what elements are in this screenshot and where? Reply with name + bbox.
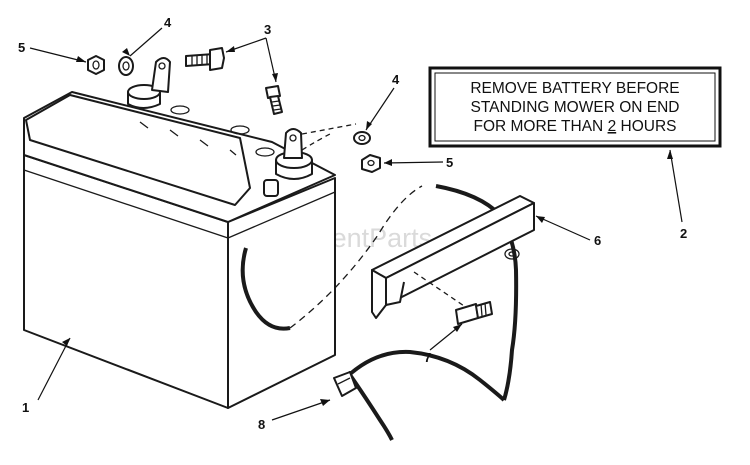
arrowhead — [453, 324, 462, 332]
callout-washer-right: 4 — [392, 72, 400, 87]
vent-cap — [230, 125, 250, 135]
battery-bracket — [371, 195, 535, 319]
hex-nut-right-hole — [367, 159, 375, 167]
warning-line-3-prefix: FOR MORE THAN — [474, 118, 608, 135]
bracket-bolt-head — [455, 303, 479, 325]
callout-warning-decal: 2 — [680, 226, 687, 241]
bracket-end-flange — [371, 269, 387, 319]
washer-right — [353, 131, 371, 145]
washer-right-hole — [358, 134, 366, 142]
bolt-top-head — [209, 47, 225, 71]
arrowhead — [384, 159, 392, 166]
battery-band-line-side — [227, 191, 336, 239]
arrowhead — [62, 338, 70, 346]
terminal-bolt-head — [265, 85, 281, 99]
leader-cable-clip — [271, 399, 331, 421]
leader-battery — [37, 337, 71, 401]
battery-cable-dashed-path — [289, 185, 423, 329]
leader-nut-left — [29, 47, 87, 63]
callout-nut-right: 5 — [446, 155, 453, 170]
battery-raised-cover — [25, 94, 251, 206]
arrowhead — [667, 150, 673, 159]
callout-bracket: 6 — [594, 233, 601, 248]
bracket-bolt-axis — [413, 271, 471, 311]
bolt-top-thread — [191, 55, 208, 66]
battery-side-post — [263, 179, 279, 197]
bracket-cable-eye — [504, 248, 520, 260]
warning-decal-border — [428, 66, 722, 148]
vent-cap — [170, 105, 190, 115]
callout-cable-clip: 8 — [258, 417, 265, 432]
clip-cable-tail — [346, 370, 394, 441]
terminal-bolt-thread — [271, 100, 282, 111]
cable-clip — [333, 371, 357, 397]
bracket-bolt-shank — [475, 301, 493, 319]
callout-bolt-top: 3 — [264, 22, 271, 37]
arrowhead — [226, 46, 235, 52]
arrowhead — [122, 48, 130, 56]
vent-cap — [255, 147, 275, 157]
arrowhead — [536, 216, 545, 223]
callout-washer-left: 4 — [164, 15, 172, 30]
hardware-right-group — [353, 131, 381, 173]
callout-battery: 1 — [22, 400, 29, 415]
bracket-lip — [385, 281, 405, 306]
leader-arrowheads — [62, 46, 673, 406]
terminal-right-lug — [283, 128, 303, 159]
callout-bracket-bolt: 7 — [424, 350, 431, 365]
leader-bracket — [535, 215, 591, 241]
leader-nut-right — [383, 161, 444, 164]
cell-marks — [139, 121, 237, 156]
warning-decal-inner-border — [434, 72, 716, 142]
washer-left — [118, 56, 134, 76]
arrowhead — [76, 56, 86, 62]
callout-numbers: 5 4 3 4 5 6 2 7 1 8 — [18, 15, 687, 432]
hex-nut-left-hole — [92, 60, 100, 70]
warning-line-3-number: 2 — [608, 118, 617, 135]
clip-cable — [336, 349, 506, 402]
warning-line-3-suffix: HOURS — [616, 118, 676, 135]
warning-decal: REMOVE BATTERY BEFORE STANDING MOWER ON … — [428, 66, 722, 148]
arrowhead — [272, 73, 278, 82]
leader-washer-right — [365, 87, 395, 131]
washer-left-hole — [122, 61, 130, 71]
hardware-left-group — [87, 47, 225, 76]
battery-cable-lower — [240, 247, 291, 331]
warning-line-2: STANDING MOWER ON END — [471, 99, 680, 116]
cable-with-clip — [333, 349, 506, 441]
battery — [23, 57, 336, 409]
terminal-connector-dash — [301, 132, 333, 151]
terminal-right-hole — [289, 134, 297, 142]
leader-washer-left — [129, 27, 163, 57]
arrowhead — [366, 121, 372, 130]
warning-line-1: REMOVE BATTERY BEFORE — [470, 80, 679, 97]
callout-nut-left: 5 — [18, 40, 25, 55]
warning-line-3: FOR MORE THAN 2 HOURS — [474, 118, 677, 135]
leader-warning-decal — [669, 149, 683, 223]
bracket-bolt-thread — [480, 302, 487, 317]
cable-clip-detail — [337, 377, 351, 385]
battery-band-line — [23, 169, 229, 239]
hardware-axis-right — [301, 123, 357, 135]
hex-nut-right — [361, 154, 381, 173]
arrowhead — [320, 399, 330, 406]
hardware-terminal-bolt — [265, 85, 283, 115]
bracket-bolt — [455, 301, 493, 325]
terminal-left-hole — [158, 62, 166, 70]
hex-nut-left — [87, 55, 105, 75]
bracket-cable-eye-hole — [508, 251, 516, 257]
leader-lines — [29, 27, 683, 421]
